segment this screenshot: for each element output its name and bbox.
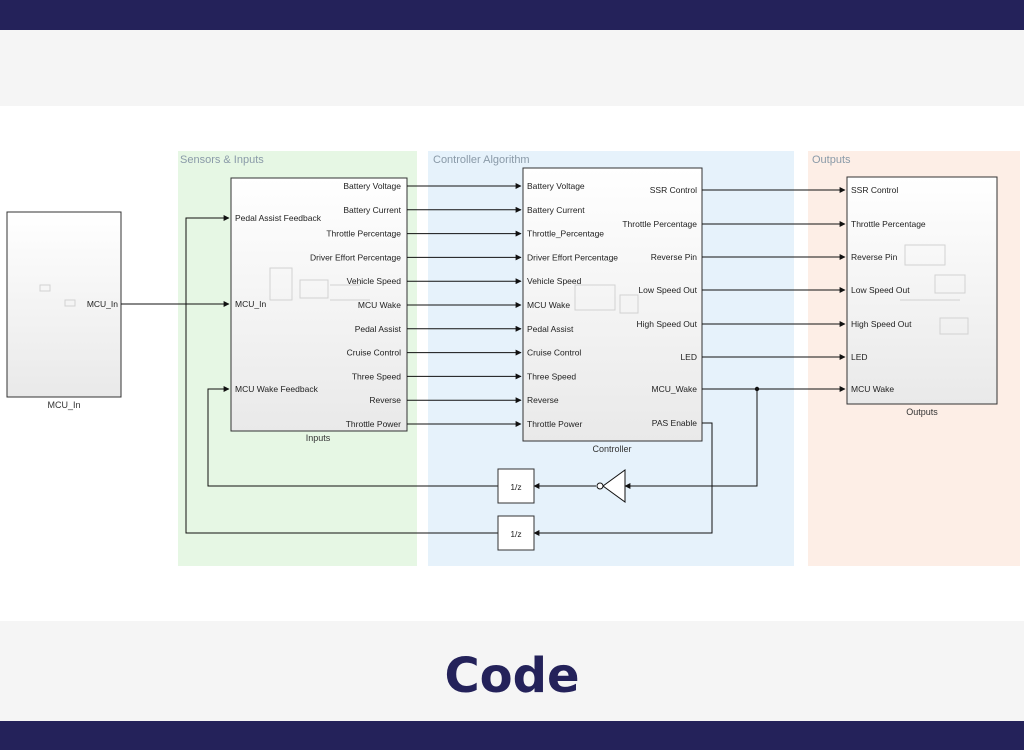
controller-block-title: Controller	[592, 444, 631, 454]
inputs-out-port-8: Three Speed	[352, 371, 401, 381]
outputs-in-port-1: Throttle Percentage	[851, 219, 926, 229]
outputs-block-title: Outputs	[906, 407, 938, 417]
controller-out-port-2: Reverse Pin	[651, 252, 698, 262]
inputs-out-port-7: Cruise Control	[347, 348, 401, 358]
controller-out-port-0: SSR Control	[650, 185, 697, 195]
inputs-out-port-1: Battery Current	[343, 205, 401, 215]
outputs-in-port-0: SSR Control	[851, 185, 898, 195]
controller-out-port-1: Throttle Percentage	[622, 219, 697, 229]
block-internal-detail	[39, 244, 969, 335]
unit-delay-2[interactable]: 1/z	[497, 515, 535, 551]
controller-in-port-2: Throttle_Percentage	[527, 229, 604, 239]
mcu-in-out-port: MCU_In	[87, 299, 118, 309]
controller-out-port-6: MCU_Wake	[652, 384, 698, 394]
bottom-bar	[0, 721, 1024, 750]
top-bar	[0, 0, 1024, 30]
controller-out-port-3: Low Speed Out	[638, 285, 697, 295]
inputs-out-port-4: Vehicle Speed	[347, 276, 402, 286]
controller-in-port-4: Vehicle Speed	[527, 276, 582, 286]
controller-in-port-7: Cruise Control	[527, 348, 581, 358]
simulink-diagram: Sensors & Inputs Controller Algorithm Ou…	[6, 151, 1020, 566]
outputs-in-port-3: Low Speed Out	[851, 285, 910, 295]
inputs-out-port-3: Driver Effort Percentage	[310, 252, 401, 262]
inputs-out-port-0: Battery Voltage	[343, 181, 401, 191]
outputs-in-port-5: LED	[851, 352, 868, 362]
mcu-in-block-title: MCU_In	[47, 400, 80, 410]
inputs-in-port-0: Pedal Assist Feedback	[235, 213, 322, 223]
outputs-in-port-4: High Speed Out	[851, 319, 912, 329]
controller-region-title: Controller Algorithm	[433, 154, 530, 166]
controller-in-port-5: MCU Wake	[527, 300, 570, 310]
inputs-out-port-9: Reverse	[369, 395, 401, 405]
controller-out-port-7: PAS Enable	[652, 418, 697, 428]
controller-in-port-1: Battery Current	[527, 205, 585, 215]
top-band	[0, 30, 1024, 106]
inputs-out-port-6: Pedal Assist	[355, 324, 402, 334]
controller-in-port-8: Three Speed	[527, 371, 576, 381]
outputs-in-port-6: MCU Wake	[851, 384, 894, 394]
signal-wires	[121, 183, 846, 536]
controller-in-port-6: Pedal Assist	[527, 324, 574, 334]
controller-block[interactable]	[522, 167, 703, 442]
controller-in-port-0: Battery Voltage	[527, 181, 585, 191]
unit-delay-2-label: 1/z	[510, 529, 521, 539]
page-caption: Code	[444, 648, 580, 704]
controller-in-port-9: Reverse	[527, 395, 559, 405]
controller-out-port-4: High Speed Out	[637, 319, 698, 329]
controller-out-port-5: LED	[680, 352, 697, 362]
unit-delay-1-label: 1/z	[510, 482, 521, 492]
inputs-out-port-5: MCU Wake	[358, 300, 401, 310]
sensors-region-title: Sensors & Inputs	[180, 154, 264, 166]
outputs-block[interactable]	[846, 176, 998, 405]
inputs-in-port-1: MCU_In	[235, 299, 266, 309]
inputs-in-port-2: MCU Wake Feedback	[235, 384, 319, 394]
inputs-out-port-2: Throttle Percentage	[326, 229, 401, 239]
bottom-band	[0, 621, 1024, 721]
inputs-block[interactable]	[230, 177, 408, 432]
inputs-out-port-10: Throttle Power	[346, 419, 401, 429]
inputs-block-title: Inputs	[306, 433, 331, 443]
outputs-in-port-2: Reverse Pin	[851, 252, 898, 262]
unit-delay-1[interactable]: 1/z	[497, 468, 535, 504]
controller-in-port-3: Driver Effort Percentage	[527, 252, 618, 262]
branch-junction	[754, 386, 760, 392]
outputs-region-title: Outputs	[812, 154, 851, 166]
controller-in-port-10: Throttle Power	[527, 419, 582, 429]
not-gate[interactable]	[596, 469, 626, 503]
